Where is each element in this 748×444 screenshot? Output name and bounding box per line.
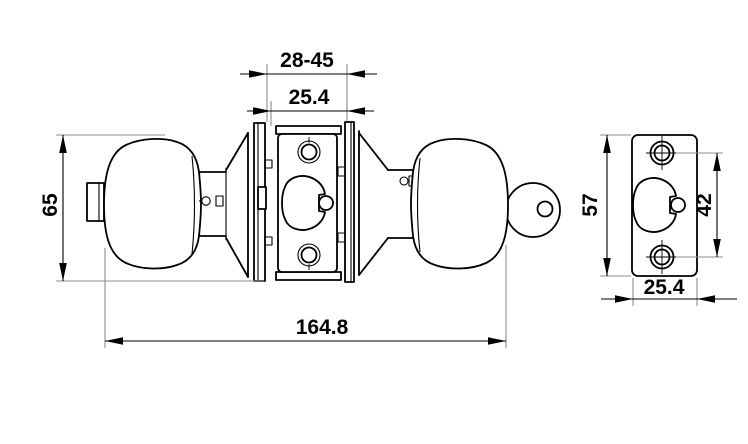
arrow-case-width-left [253, 107, 271, 115]
case-top-cap [275, 125, 342, 135]
case-screw-hole-top-inner [300, 143, 318, 161]
faceplate-screw-top-inner [653, 144, 671, 162]
deadlatch-pin [318, 195, 334, 211]
dim-label-case-width: 25.4 [289, 86, 330, 109]
arrow-case-width-right [347, 107, 365, 115]
right-post-bottom [337, 232, 346, 243]
turn-button [86, 182, 105, 222]
left-spindle-tab [257, 186, 267, 210]
arrow-faceplate-width-right [697, 295, 715, 303]
arrow-overall-right [488, 337, 506, 345]
arrow-knob-diameter-bottom [59, 263, 67, 281]
left-rose-cone-bottom [225, 237, 249, 278]
faceplate-screw-top-outer [649, 140, 675, 166]
right-knob-rim-line [416, 157, 421, 253]
left-catch-clip [215, 195, 224, 207]
right-rose-plate [344, 121, 355, 283]
left-post-top [264, 159, 273, 169]
dim-label-faceplate-width: 25.4 [644, 276, 685, 299]
arrow-screw-spacing-bottom [713, 239, 721, 257]
case-screw-hole-bottom-inner [300, 246, 318, 264]
faceplate-screw-bottom-inner [653, 248, 671, 266]
case-bottom-cap [275, 271, 342, 281]
dimensions: 28-45 25.4 65 164.8 57 42 25.4 [39, 49, 737, 348]
side-view [86, 121, 561, 283]
left-knob [103, 138, 202, 270]
arrow-door-thickness-right [347, 70, 365, 78]
right-rose-cone-bottom [358, 237, 389, 276]
faceplate-view [631, 134, 698, 277]
arrow-screw-spacing-top [713, 153, 721, 171]
faceplate-screw-bottom-outer [649, 244, 675, 270]
dim-label-faceplate-height: 57 [579, 193, 602, 216]
arrow-faceplate-width-left [615, 295, 633, 303]
right-post-top [337, 166, 346, 177]
arrow-door-thickness-left [249, 70, 267, 78]
left-knob-rim-line [191, 155, 196, 255]
faceplate-latch-bolt [632, 177, 677, 233]
dim-label-knob-diameter: 65 [39, 193, 62, 217]
left-post-bottom [264, 236, 273, 246]
arrow-overall-left [105, 337, 123, 345]
arrow-knob-diameter-top [59, 135, 67, 153]
right-set-screw [399, 176, 409, 186]
left-rose-cone-top [225, 132, 249, 171]
right-rose-cone-top [358, 132, 389, 171]
arrow-faceplate-height-bottom [603, 258, 611, 276]
right-knob [410, 138, 509, 270]
faceplate-deadlatch-pin [670, 197, 686, 213]
arrow-faceplate-height-top [603, 135, 611, 153]
key-head-hole [536, 200, 554, 218]
latch-bolt [281, 175, 326, 231]
left-set-screw [201, 196, 211, 206]
dim-label-screw-spacing: 42 [693, 193, 716, 216]
dim-label-overall-length: 164.8 [296, 316, 349, 339]
dim-label-door-thickness: 28-45 [280, 49, 334, 72]
